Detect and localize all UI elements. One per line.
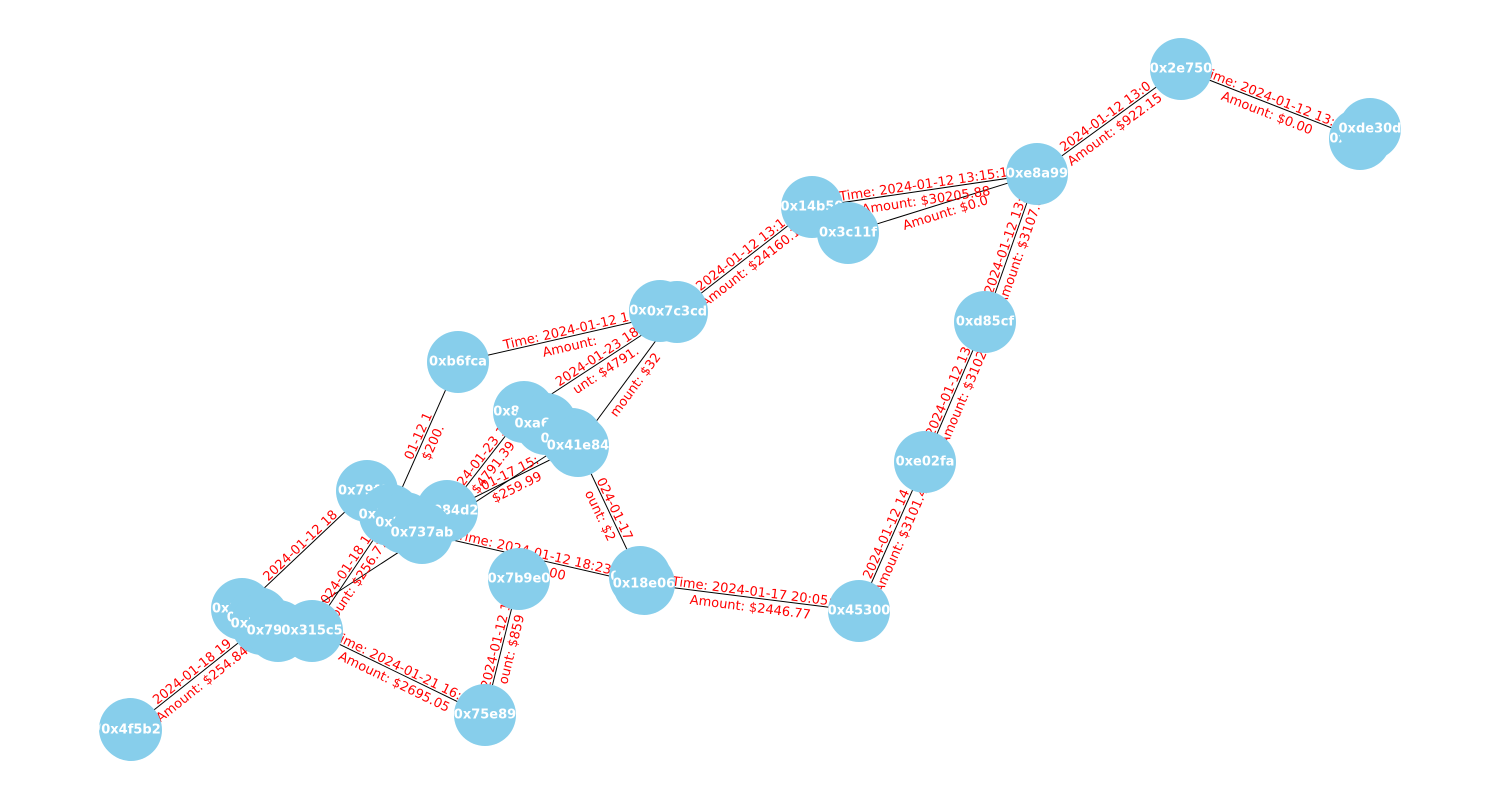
edge-e_2e750_dac17 xyxy=(1180,68,1361,140)
node-0xde30d[interactable]: 0xde30d xyxy=(1339,98,1402,160)
edge-e_3c11f_e8a99 xyxy=(847,173,1038,234)
node-circle[interactable] xyxy=(817,202,879,264)
node-label: 0x18e06 xyxy=(613,577,675,592)
node-label: 0xe8a99 xyxy=(1006,167,1068,182)
node-label: 0xb6fca xyxy=(429,355,487,370)
node-0x7b9e0[interactable]: 0x7b9e0 xyxy=(488,548,551,610)
node-label: 0x737ab xyxy=(391,526,454,541)
node-0x3c11f[interactable]: 0x3c11f xyxy=(817,202,879,264)
node-label: 0xd85cf xyxy=(956,315,1015,330)
node-circle[interactable] xyxy=(1150,38,1212,100)
edge-label-e_b6fca_b5a41: 01-12 1$200. xyxy=(402,410,448,463)
edge-label-e_28c6c_79f6c: 2024-01-12 18 xyxy=(261,508,341,585)
node-0xe02fa[interactable]: 0xe02fa xyxy=(894,431,956,493)
node-circle[interactable] xyxy=(454,684,516,746)
node-label: 0x315c5 xyxy=(281,624,342,639)
node-label: 0x75e89 xyxy=(454,708,516,723)
node-0x737ab[interactable]: 0x737ab xyxy=(391,502,454,564)
node-label: 0x7c3cd xyxy=(647,305,707,320)
node-0xd85cf[interactable]: 0xd85cf xyxy=(954,291,1016,353)
node-circle[interactable] xyxy=(100,699,162,761)
node-0x2e750[interactable]: 0x2e750 xyxy=(1150,38,1212,100)
node-0x41e84[interactable]: 0x41e84 xyxy=(547,415,609,477)
edge-label-e_e8a99_d85cf: 2024-01-12 13:Amount: $3107.0 xyxy=(982,196,1047,308)
node-0x18e06[interactable]: 0x18e06 xyxy=(613,553,675,615)
node-circle[interactable] xyxy=(828,580,890,642)
node-circle[interactable] xyxy=(613,553,675,615)
node-circle[interactable] xyxy=(427,331,489,393)
nodes-layer: 0x2e7500xdac170xde30d0xe8a990x14b500x3c1… xyxy=(99,38,1402,761)
node-0xe8a99[interactable]: 0xe8a99 xyxy=(1006,143,1068,205)
node-label: 0x2e750 xyxy=(1150,62,1212,77)
node-label: 0x3c11f xyxy=(819,226,877,241)
node-0x315c5[interactable]: 0x315c5 xyxy=(281,600,343,662)
edge-e_315c5_75e89 xyxy=(311,630,486,716)
node-circle[interactable] xyxy=(894,431,956,493)
edge-label-e_d85cf_e02fa: 2024-01-12 13:Amount: $3102. xyxy=(923,341,992,448)
node-0x4f5b2[interactable]: 0x4f5b2 xyxy=(100,699,162,761)
edge-label-e_18e06_45300: Time: 2024-01-17 20:05:Amount: $2446.77 xyxy=(670,574,833,623)
node-circle[interactable] xyxy=(646,281,708,343)
edge-e_14b50_e8a99 xyxy=(811,173,1038,208)
edge-label-time: 2024-01-12 18 xyxy=(261,508,341,585)
node-0x7c3cd[interactable]: 0x7c3cd xyxy=(646,281,708,343)
node-0x45300[interactable]: 0x45300 xyxy=(828,580,891,642)
node-0x75e89[interactable]: 0x75e89 xyxy=(454,684,516,746)
node-label: 0x45300 xyxy=(828,604,891,619)
node-label: 0xde30d xyxy=(1339,122,1402,137)
node-circle[interactable] xyxy=(1006,143,1068,205)
node-circle[interactable] xyxy=(1339,98,1401,160)
node-circle[interactable] xyxy=(547,415,609,477)
node-label: 0x4f5b2 xyxy=(101,723,161,738)
node-label: 0x41e84 xyxy=(547,439,609,454)
node-label: 0xe02fa xyxy=(896,455,955,470)
node-circle[interactable] xyxy=(954,291,1016,353)
node-circle[interactable] xyxy=(281,600,343,662)
node-circle[interactable] xyxy=(391,502,453,564)
node-label: 0x7b9e0 xyxy=(488,572,551,587)
node-0xb6fca[interactable]: 0xb6fca xyxy=(427,331,489,393)
edge-e_18e06_45300 xyxy=(643,583,860,612)
node-circle[interactable] xyxy=(488,548,550,610)
